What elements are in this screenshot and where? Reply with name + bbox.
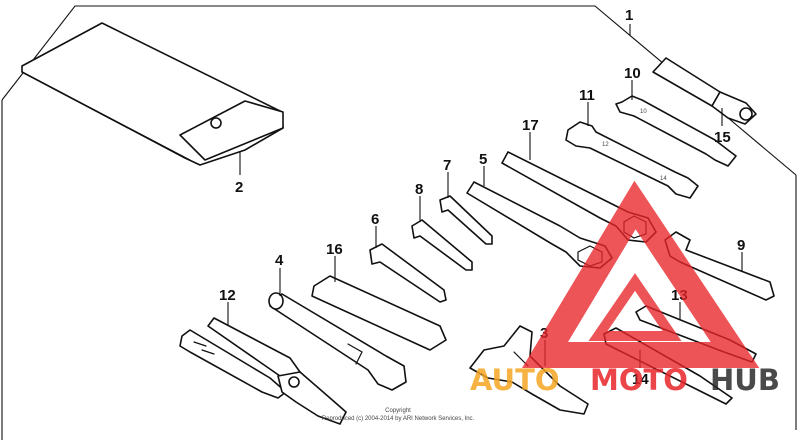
hex-key-8 bbox=[411, 219, 473, 271]
copyright-line-1: Copyright bbox=[385, 408, 411, 414]
callout-9: 9 bbox=[737, 237, 745, 254]
watermark-triangle-inner bbox=[588, 273, 682, 341]
svg-text:10: 10 bbox=[640, 109, 647, 115]
open-end-wrench-10: 10 bbox=[615, 95, 737, 167]
callout-1: 1 bbox=[625, 7, 633, 24]
copyright-note: Copyright Reproduced (c) 2004-2014 by AR… bbox=[322, 408, 475, 422]
svg-text:14: 14 bbox=[660, 176, 667, 182]
hex-key-6 bbox=[369, 243, 447, 303]
callout-4: 4 bbox=[275, 252, 284, 269]
callout-16: 16 bbox=[326, 241, 343, 258]
callout-12: 12 bbox=[219, 287, 236, 304]
watermark-hub: HUB bbox=[710, 363, 780, 397]
callout-2: 2 bbox=[235, 179, 243, 196]
screwdriver-grip bbox=[652, 57, 757, 125]
watermark bbox=[522, 180, 760, 368]
watermark-moto: MOTO bbox=[590, 363, 688, 397]
callout-6: 6 bbox=[371, 211, 379, 228]
callout-14: 14 bbox=[632, 371, 649, 388]
watermark-logo: AUTO MOTO HUB bbox=[470, 363, 780, 397]
callout-10: 10 bbox=[624, 65, 641, 82]
callout-11: 11 bbox=[579, 87, 595, 104]
watermark-triangle-outer bbox=[522, 180, 760, 368]
tool-bag bbox=[21, 22, 284, 166]
callout-15: 15 bbox=[714, 129, 731, 146]
callout-17: 17 bbox=[522, 117, 539, 134]
hex-key-7 bbox=[439, 195, 493, 245]
callout-8: 8 bbox=[415, 181, 423, 198]
box-spanner-4 bbox=[268, 292, 407, 391]
pliers-12 bbox=[179, 317, 347, 425]
callout-7: 7 bbox=[443, 157, 451, 174]
callout-5: 5 bbox=[479, 151, 487, 168]
open-end-wrench-11: 12 14 bbox=[565, 121, 699, 199]
callout-labels: 1 2 3 4 5 6 7 8 9 10 11 12 13 14 15 16 1… bbox=[219, 7, 745, 388]
flat-bar-16 bbox=[311, 275, 447, 351]
copyright-line-2: Reproduced (c) 2004-2014 by ARI Network … bbox=[322, 416, 475, 422]
watermark-auto: AUTO bbox=[470, 363, 560, 397]
svg-text:12: 12 bbox=[602, 142, 609, 148]
